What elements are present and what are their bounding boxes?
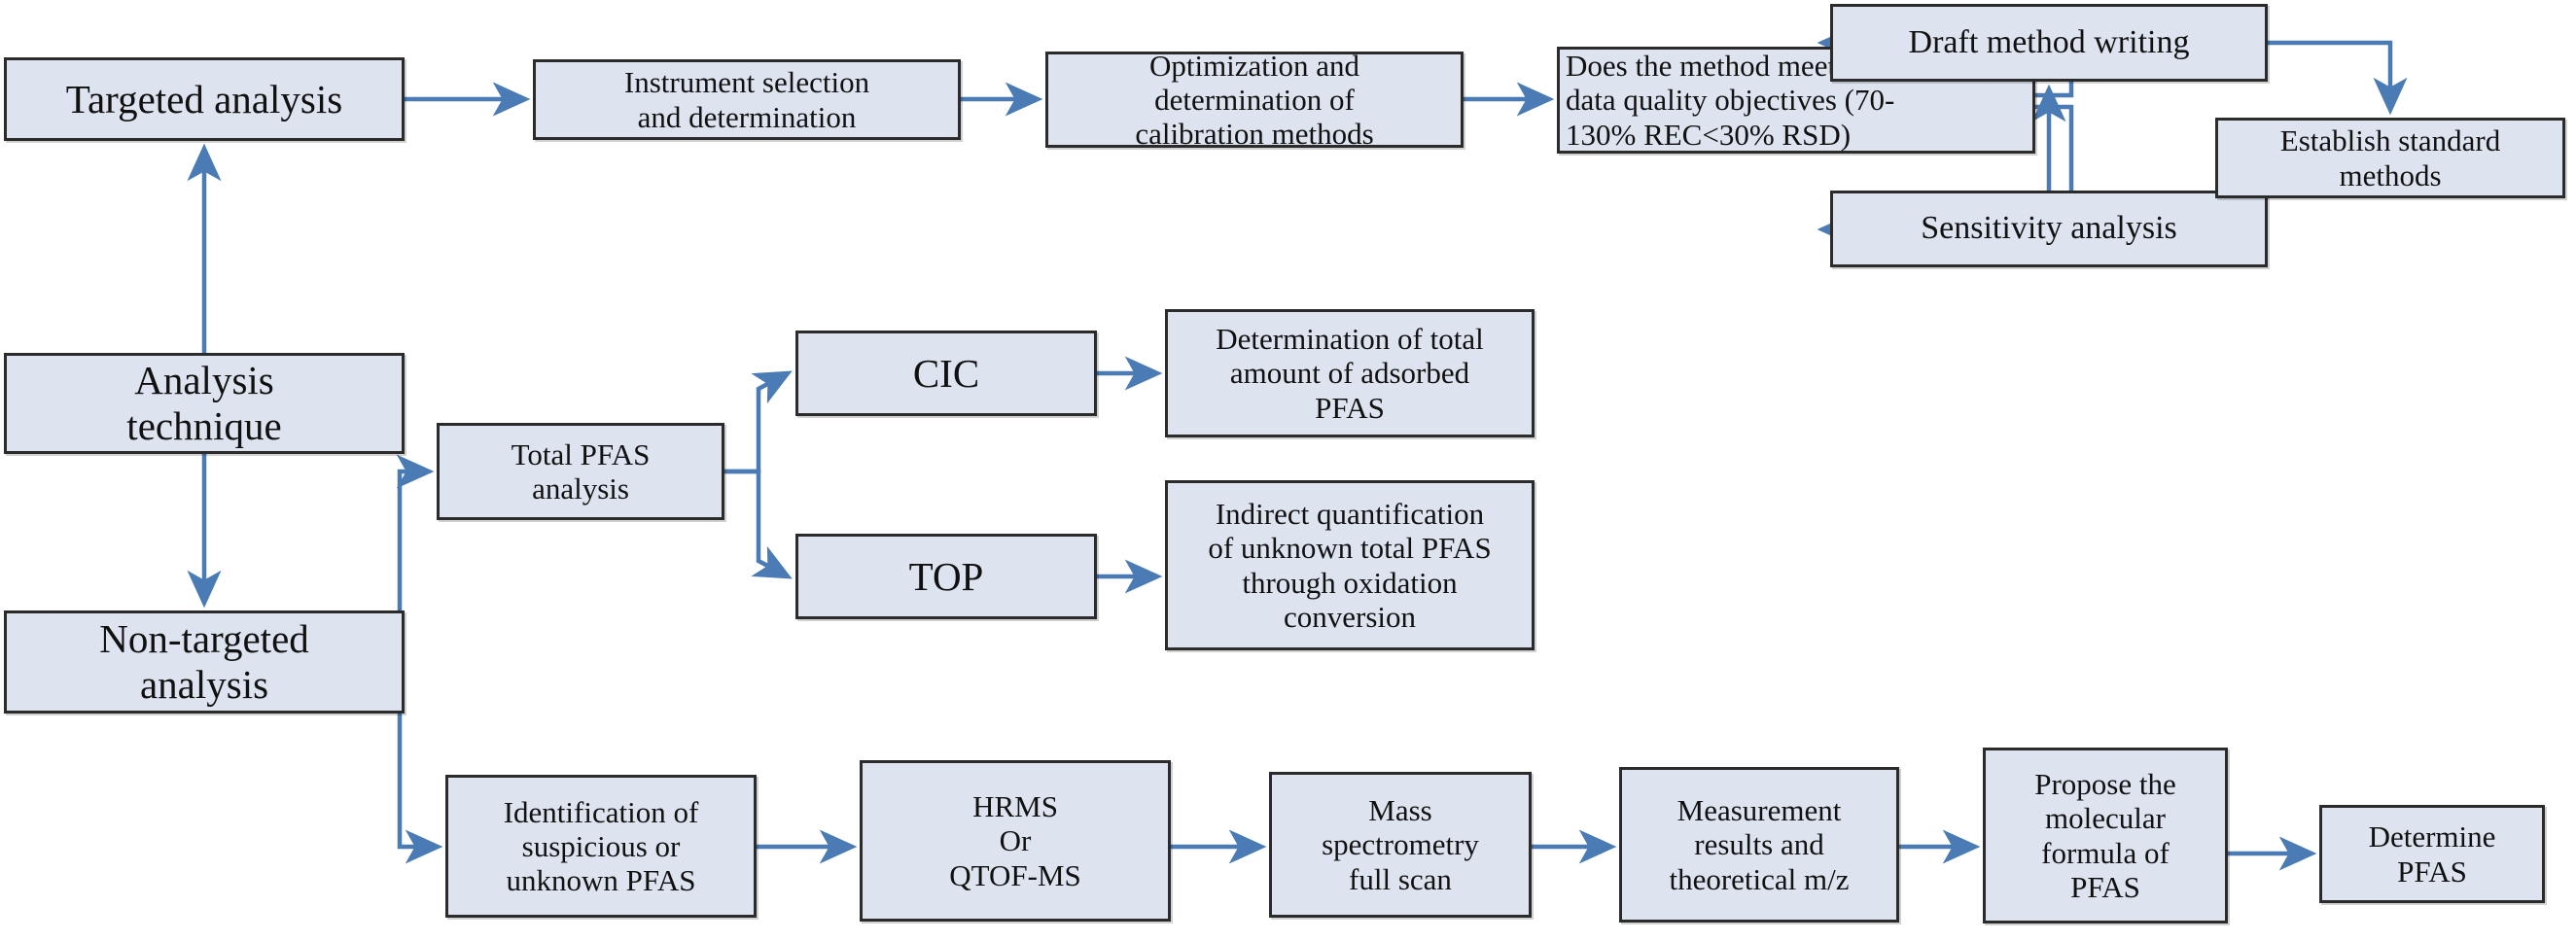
edge-nontargeted-to-identification xyxy=(397,659,443,864)
node-propose-molecular-formula[interactable]: Propose the molecular formula of PFAS xyxy=(1983,748,2228,924)
node-label: Indirect quantification of unknown total… xyxy=(1208,496,1492,634)
node-total-pfas-analysis[interactable]: Total PFAS analysis xyxy=(437,423,724,520)
edge-totalpfas-to-cic xyxy=(724,370,793,474)
node-hrms-qtofms[interactable]: HRMS Or QTOF-MS xyxy=(860,760,1171,922)
edge-totalpfas-to-top xyxy=(724,469,793,579)
node-determination-adsorbed-pfas[interactable]: Determination of total amount of adsorbe… xyxy=(1165,309,1535,437)
node-label: Draft method writing xyxy=(1908,23,2190,60)
node-top[interactable]: TOP xyxy=(795,534,1097,619)
node-cic[interactable]: CIC xyxy=(795,331,1097,416)
node-label: Propose the molecular formula of PFAS xyxy=(2034,766,2176,904)
node-label: HRMS Or QTOF-MS xyxy=(949,789,1081,892)
node-instrument-selection[interactable]: Instrument selection and determination xyxy=(533,59,961,140)
node-establish-standard-methods[interactable]: Establish standard methods xyxy=(2215,118,2565,198)
edge-draft-to-establish xyxy=(2268,40,2408,116)
node-label: Non-targeted analysis xyxy=(99,616,309,707)
node-label: Analysis technique xyxy=(126,358,282,448)
node-label: Sensitivity analysis xyxy=(1921,210,2177,247)
node-label: Establish standard methods xyxy=(2279,123,2501,192)
node-sensitivity-analysis[interactable]: Sensitivity analysis xyxy=(1830,191,2268,267)
node-label: TOP xyxy=(908,553,984,599)
node-targeted-analysis[interactable]: Targeted analysis xyxy=(4,57,405,141)
node-label: CIC xyxy=(912,350,980,396)
node-draft-method-writing[interactable]: Draft method writing xyxy=(1830,4,2268,82)
node-mass-spectrometry-full-scan[interactable]: Mass spectrometry full scan xyxy=(1269,772,1532,918)
node-label: Instrument selection and determination xyxy=(623,65,870,134)
node-identification-unknown-pfas[interactable]: Identification of suspicious or unknown … xyxy=(445,775,757,918)
node-measurement-results[interactable]: Measurement results and theoretical m/z xyxy=(1619,767,1899,923)
node-label: Determine PFAS xyxy=(2368,819,2496,889)
node-label: Determination of total amount of adsorbe… xyxy=(1216,322,1484,425)
node-label: Total PFAS analysis xyxy=(511,436,651,505)
node-label: Mass spectrometry full scan xyxy=(1322,793,1479,896)
node-non-targeted-analysis[interactable]: Non-targeted analysis xyxy=(4,610,405,714)
node-label: Optimization and determination of calibr… xyxy=(1135,48,1374,152)
node-determine-pfas[interactable]: Determine PFAS xyxy=(2319,805,2545,903)
node-analysis-technique[interactable]: Analysis technique xyxy=(4,353,405,454)
node-optimization-calibration[interactable]: Optimization and determination of calibr… xyxy=(1045,49,1464,151)
node-label: Identification of suspicious or unknown … xyxy=(503,794,699,898)
node-label: Measurement results and theoretical m/z xyxy=(1669,793,1850,896)
node-label: Targeted analysis xyxy=(65,76,343,122)
node-indirect-quantification[interactable]: Indirect quantification of unknown total… xyxy=(1165,480,1535,650)
